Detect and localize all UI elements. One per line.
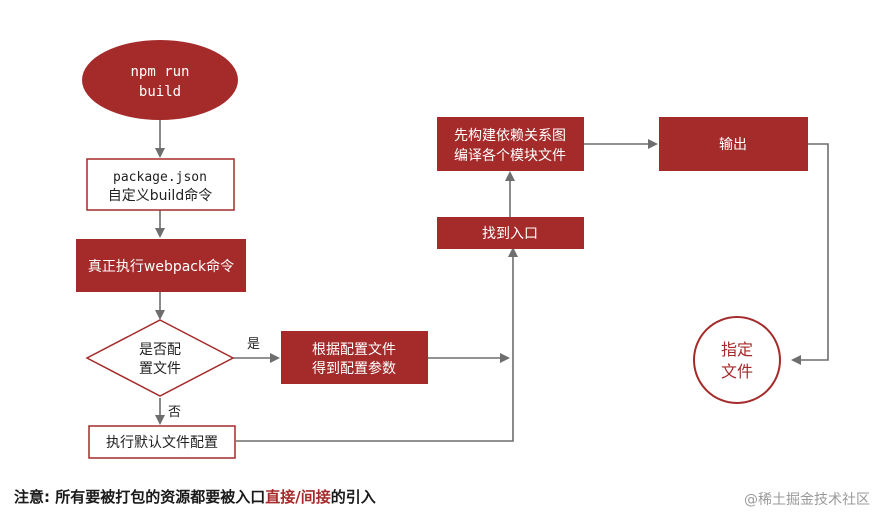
- exec-webpack-box: [76, 239, 246, 292]
- package-json-box: [86, 158, 235, 211]
- node-default-config: 执行默认文件配置: [88, 425, 236, 459]
- output-box: [659, 117, 808, 171]
- edge-output-to-target: [791, 143, 829, 365]
- decision-line-2: 置文件: [139, 361, 181, 377]
- footer-note-prefix: 注意: 所有要被打包的资源都要被入口: [14, 488, 266, 506]
- default-config-box: [88, 425, 236, 459]
- decision-line-1: 是否配: [139, 342, 181, 358]
- exec-webpack-label: 真正执行webpack命令: [88, 258, 234, 275]
- package-json-line-2: 自定义build命令: [108, 187, 212, 204]
- package-json-line-1: package.json: [113, 170, 207, 185]
- output-label: 输出: [719, 137, 747, 153]
- watermark: @稀土掘金技术社区: [744, 492, 870, 508]
- start-line-2: build: [139, 84, 181, 100]
- node-build-graph: 先构建依赖关系图 编译各个模块文件: [437, 117, 584, 171]
- start-line-1: npm run: [130, 64, 189, 80]
- node-has-config: 是否配 置文件: [85, 319, 235, 397]
- read-config-line-1: 根据配置文件: [312, 342, 396, 358]
- node-target-file: 指定 文件: [693, 316, 781, 404]
- node-find-entry: 找到入口: [437, 217, 584, 249]
- edges: [155, 120, 829, 442]
- find-entry-label: 找到入口: [482, 226, 538, 242]
- read-config-line-2: 得到配置参数: [312, 360, 396, 377]
- find-entry-box: [437, 217, 584, 249]
- target-file-line-1: 指定: [721, 340, 753, 359]
- node-read-config: 根据配置文件 得到配置参数: [281, 331, 428, 384]
- node-package-json: package.json 自定义build命令: [86, 158, 235, 211]
- footer-note-highlight: 直接/间接: [265, 488, 331, 506]
- decision-diamond: [85, 319, 235, 397]
- edge-default-to-entry: [236, 247, 518, 442]
- read-config-box: [281, 331, 428, 384]
- target-file-circle: [693, 316, 781, 404]
- node-npm-run-build: npm run build: [82, 40, 238, 120]
- start-ellipse: [82, 40, 238, 120]
- build-graph-line-1: 先构建依赖关系图: [454, 128, 566, 144]
- build-graph-line-2: 编译各个模块文件: [454, 148, 566, 164]
- build-graph-box: [437, 117, 584, 171]
- footer-note-suffix: 的引入: [330, 488, 376, 506]
- edge-label-no: 否: [168, 405, 181, 420]
- target-file-line-2: 文件: [721, 362, 753, 381]
- node-exec-webpack: 真正执行webpack命令: [76, 239, 246, 292]
- edge-label-yes: 是: [247, 337, 260, 352]
- default-config-label: 执行默认文件配置: [106, 435, 218, 451]
- footer-note: 注意: 所有要被打包的资源都要被入口直接/间接的引入: [14, 486, 376, 507]
- node-output: 输出: [659, 117, 808, 171]
